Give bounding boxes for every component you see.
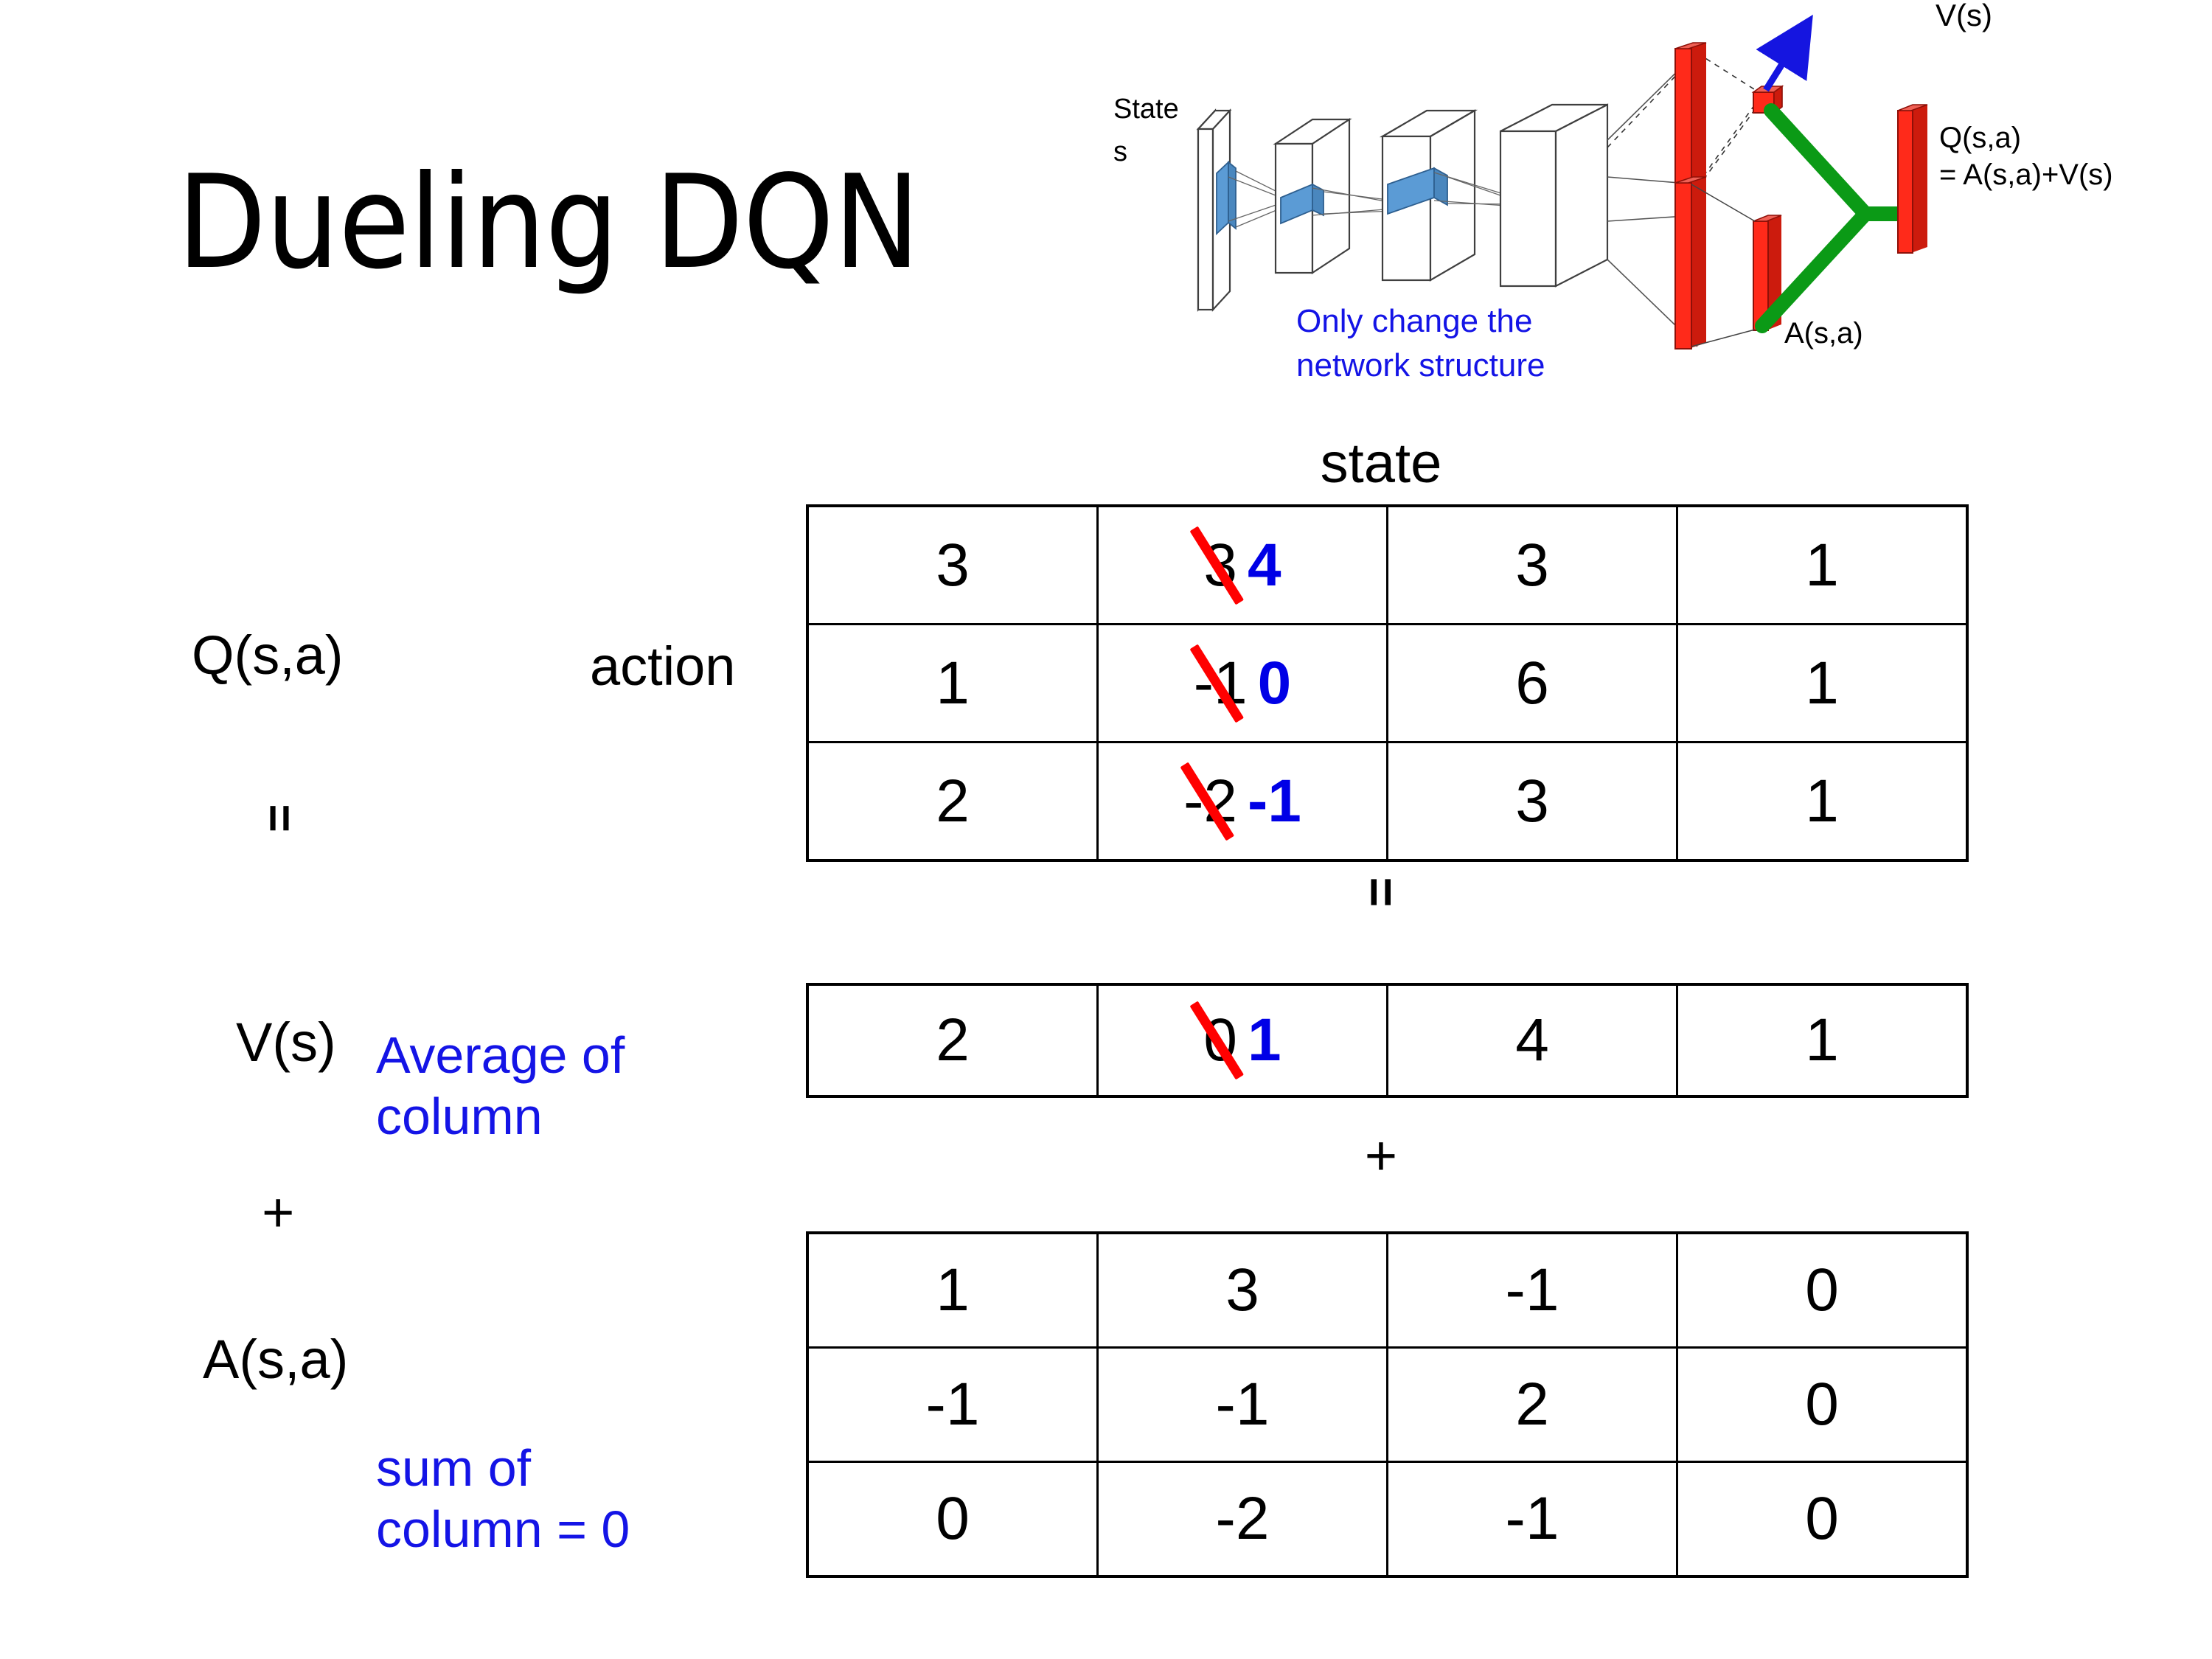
struck-old-value: 0 [1189, 1001, 1245, 1080]
diagram-label-q-out-2: = A(s,a)+V(s) [1939, 159, 2113, 191]
annotation-sum-line2: column = 0 [376, 1500, 630, 1558]
annotation-average-line2: column [376, 1087, 543, 1145]
new-value: 1 [1248, 1006, 1281, 1074]
table-cell: 1 [806, 623, 1099, 743]
table-cell: 1 [1676, 983, 1969, 1098]
table-cell: 3 [1386, 741, 1678, 862]
struck-old-value: -2 [1180, 762, 1237, 841]
table-cell: 6 [1386, 623, 1678, 743]
table-cell: -1 [1386, 1461, 1678, 1578]
table-cell: 3 [1386, 504, 1678, 625]
table-cell: 0 [1676, 1346, 1969, 1463]
diagram-note-line2: network structure [1296, 347, 1545, 383]
table-cell: 1 [1676, 623, 1969, 743]
diagram-label-q-out-1: Q(s,a) [1939, 122, 2021, 154]
v-table-label: V(s) [236, 1012, 336, 1073]
q-table-label: Q(s,a) [192, 625, 344, 686]
annotation-average-of-column: Average of column [376, 1025, 625, 1147]
table-cell: 1 [1676, 741, 1969, 862]
table-cell: -1 [1096, 1346, 1388, 1463]
annotation-sum-line1: sum of [376, 1439, 532, 1497]
table-cell: 3 [1096, 1231, 1388, 1349]
diagram-label-state: State [1113, 94, 1179, 125]
strikethrough-mark [1189, 1001, 1245, 1080]
diagram-label-value-out: V(s) [1935, 0, 1992, 32]
table-cell: -2 [1096, 1461, 1388, 1578]
diagram-note-line1: Only change the [1296, 303, 1532, 339]
new-value: 0 [1257, 649, 1292, 717]
table-cell: 2 [806, 983, 1099, 1098]
equals-operator-left: = [252, 804, 307, 832]
strikethrough-mark [1180, 762, 1234, 841]
page-title: Dueling DQN [177, 148, 920, 298]
table-cell: 1 [806, 1231, 1099, 1349]
row-axis-label-action: action [590, 636, 736, 697]
new-value: -1 [1248, 767, 1301, 835]
diagram-label-advantage-out: A(s,a) [1784, 317, 1863, 349]
column-axis-label-state: state [1320, 432, 1442, 495]
table-cell: 0 [1676, 1231, 1969, 1349]
table-cell: 2 [1386, 1346, 1678, 1463]
new-value: 4 [1248, 531, 1281, 599]
table-cell: 2 [806, 741, 1099, 862]
diagram-label-state-sub: s [1113, 136, 1127, 167]
table-cell: 0 [806, 1461, 1099, 1578]
struck-old-value: 3 [1189, 526, 1245, 605]
table-cell: -1 [1386, 1231, 1678, 1349]
table-cell: 0 [1676, 1461, 1969, 1578]
plus-operator-middle: + [1364, 1124, 1398, 1187]
table-cell: 3 [806, 504, 1099, 625]
annotation-sum-of-column: sum of column = 0 [376, 1438, 630, 1559]
strikethrough-mark [1189, 526, 1245, 605]
table-cell: -2-1 [1096, 741, 1388, 862]
a-table-label: A(s,a) [203, 1329, 349, 1390]
strikethrough-mark [1189, 644, 1245, 723]
struck-old-value: -1 [1189, 644, 1248, 723]
table-cell: 4 [1386, 983, 1678, 1098]
table-cell: 1 [1676, 504, 1969, 625]
dueling-network-diagram: State s V(s) Q(s,a) = A(s,a)+V(s) A(s,a)… [1099, 0, 2212, 428]
plus-operator-left: + [262, 1181, 295, 1244]
edited-cell: -2-1 [1099, 743, 1386, 859]
annotation-average-line1: Average of [376, 1026, 625, 1084]
table-cell: -1 [806, 1346, 1099, 1463]
equals-operator-middle: = [1352, 877, 1410, 908]
